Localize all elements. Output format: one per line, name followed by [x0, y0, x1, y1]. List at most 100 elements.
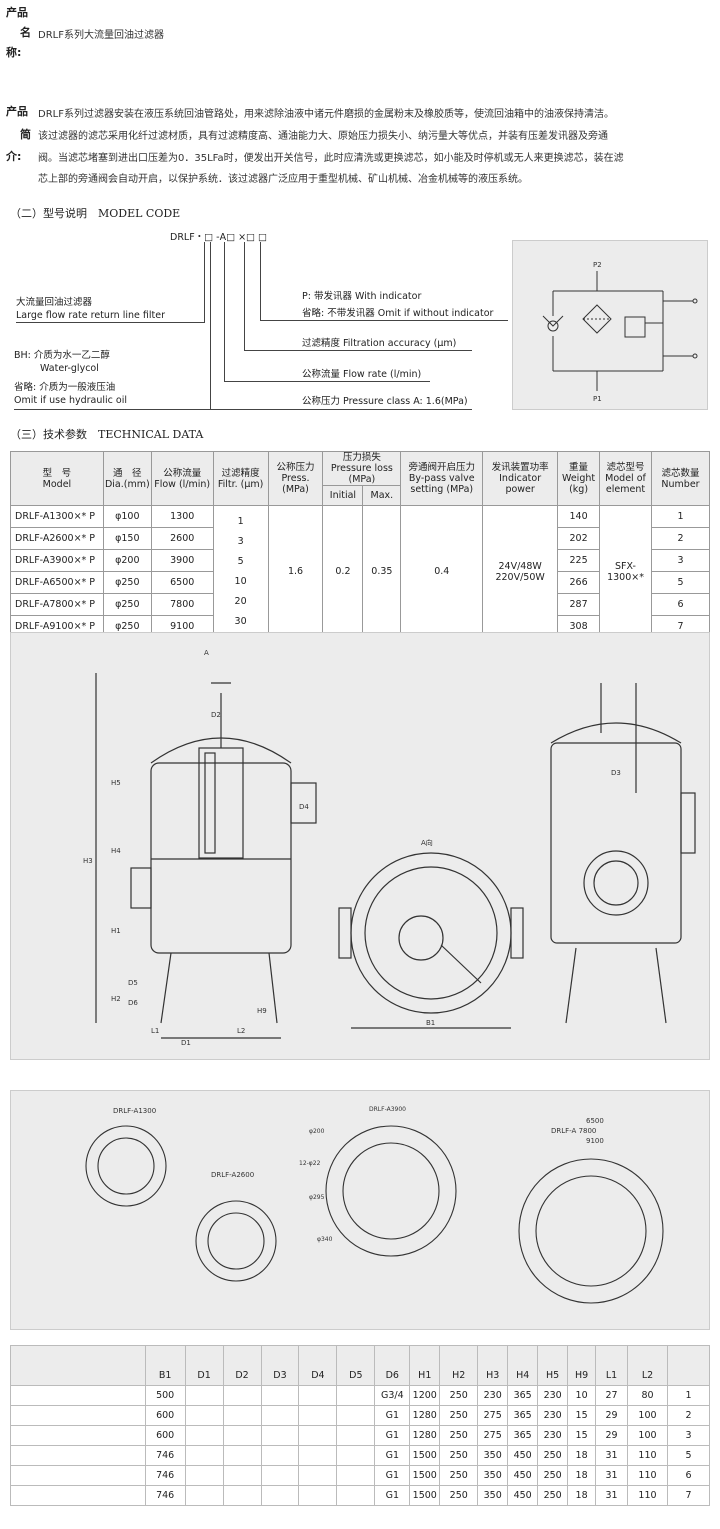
row-4-model: DRLF-A6500×* P — [10, 571, 104, 594]
dim-cell: G1 — [374, 1425, 411, 1446]
dim-cell: 1 — [666, 1385, 711, 1406]
bypass-value: 0.4 — [400, 505, 484, 638]
dim-cell: 250 — [439, 1445, 479, 1466]
dim-cell — [298, 1385, 338, 1406]
dwg-label-h3: H3 — [83, 857, 93, 865]
dim-cell: 450 — [507, 1445, 539, 1466]
dim-row-spacer — [10, 1425, 146, 1446]
row-5-flow: 7800 — [150, 593, 214, 616]
dim-cell: 3 — [666, 1425, 711, 1446]
dimension-table: B1 D1 D2 D3 D4 D5 D6 H1 H2 H3 H4 H5 H9 L… — [10, 1345, 711, 1506]
dwg-label-a: A — [204, 649, 209, 657]
dim-cell: 250 — [439, 1385, 479, 1406]
dim-cell — [184, 1445, 224, 1466]
dwg-label-d3: D3 — [611, 769, 621, 777]
loss-max-value: 0.35 — [362, 505, 402, 638]
dim-h-b1: B1 — [144, 1345, 186, 1386]
flange-label-9100: 9100 — [586, 1137, 604, 1145]
dim-cell — [260, 1465, 300, 1486]
dim-h-h3: H3 — [477, 1345, 509, 1386]
flange-label-a2600: DRLF-A2600 — [211, 1171, 254, 1179]
row-4-number: 5 — [651, 571, 710, 594]
dim-cell: 2 — [666, 1405, 711, 1426]
dwg-label-d2: D2 — [211, 711, 221, 719]
product-name-label: 产品 — [6, 6, 28, 19]
mc-item-3-cn: 省略: 介质为一般液压油 — [14, 382, 116, 393]
dim-row-spacer — [10, 1485, 146, 1506]
dim-h-h9: H9 — [567, 1345, 597, 1386]
dim-cell — [184, 1405, 224, 1426]
dim-cell — [222, 1425, 262, 1446]
dim-cell — [336, 1425, 376, 1446]
dim-cell: 1500 — [409, 1485, 441, 1506]
dim-row-spacer — [10, 1445, 146, 1466]
dim-cell — [336, 1385, 376, 1406]
dim-h-d4: D4 — [298, 1345, 338, 1386]
row-5-dia: φ250 — [102, 593, 152, 616]
dim-cell: 100 — [627, 1425, 668, 1446]
dim-cell: G3/4 — [374, 1385, 411, 1406]
product-name-label-2: 名 — [20, 26, 31, 39]
dim-cell: 27 — [595, 1385, 629, 1406]
dim-cell: 18 — [567, 1485, 597, 1506]
dim-cell: 365 — [507, 1405, 539, 1426]
row-5-model: DRLF-A7800×* P — [10, 593, 104, 616]
element-value: SFX-1300×* — [599, 505, 652, 638]
row-2-model: DRLF-A2600×* P — [10, 527, 104, 550]
dim-row-spacer — [10, 1385, 146, 1406]
dim-header-row: B1 D1 D2 D3 D4 D5 D6 H1 H2 H3 H4 H5 H9 L… — [10, 1345, 711, 1386]
dim-cell: 365 — [507, 1425, 539, 1446]
row-1-model: DRLF-A1300×* P — [10, 505, 104, 528]
mc-item-2-cn: BH: 介质为水一乙二醇 — [14, 350, 110, 361]
dim-cell — [222, 1445, 262, 1466]
intro-line-1: DRLF系列过滤器安装在液压系统回油管路处，用来滤除油液中诸元件磨损的金属粉末及… — [38, 109, 614, 120]
row-2-number: 2 — [651, 527, 710, 550]
schematic-symbol: P2 P1 — [542, 261, 698, 403]
flange-drawing: DRLF-A1300 DRLF-A2600 DRLF-A3900 φ200 12… — [85, 1106, 664, 1304]
dwg-label-h1: H1 — [111, 927, 121, 935]
mc-item-1-en: Large flow rate return line filter — [16, 310, 165, 321]
dim-h-d3: D3 — [260, 1345, 300, 1386]
dim-cell: 18 — [567, 1465, 597, 1486]
dim-cell — [336, 1405, 376, 1426]
row-2-flow: 2600 — [150, 527, 214, 550]
dim-cell: 230 — [537, 1405, 569, 1426]
dim-cell: 250 — [439, 1405, 479, 1426]
loss-initial-value: 0.2 — [322, 505, 364, 638]
dim-cell: 110 — [627, 1465, 668, 1486]
dwg-label-b1: B1 — [426, 1019, 435, 1027]
dim-cell — [184, 1425, 224, 1446]
row-4-weight: 266 — [557, 571, 601, 594]
intro-line-2: 该过滤器的滤芯采用化纤过滤材质，具有过滤精度高、通油能力大、原始压力损失小、纳污… — [38, 131, 608, 142]
dim-cell: 350 — [477, 1445, 509, 1466]
product-name-value: DRLF系列大流量回油过滤器 — [38, 30, 164, 41]
dim-cell — [184, 1485, 224, 1506]
mc-item-4-en: 省略: 不带发讯器 Omit if without indicator — [302, 308, 494, 319]
mc-item-2-en: Water-glycol — [40, 363, 99, 374]
row-3-dia: φ200 — [102, 549, 152, 572]
dwg-label-l1: L1 — [151, 1027, 159, 1035]
row-3-number: 3 — [651, 549, 710, 572]
dim-cell: 450 — [507, 1465, 539, 1486]
row-4-flow: 6500 — [150, 571, 214, 594]
dim-cell: G1 — [374, 1405, 411, 1426]
dim-cell: G1 — [374, 1465, 411, 1486]
dim-h-h4: H4 — [507, 1345, 539, 1386]
dim-h-l1: L1 — [595, 1345, 629, 1386]
dim-cell — [222, 1405, 262, 1426]
dim-cell: 1200 — [409, 1385, 441, 1406]
dim-cell: 110 — [627, 1445, 668, 1466]
dim-cell: G1 — [374, 1445, 411, 1466]
dim-cell: 250 — [439, 1465, 479, 1486]
row-3-flow: 3900 — [150, 549, 214, 572]
